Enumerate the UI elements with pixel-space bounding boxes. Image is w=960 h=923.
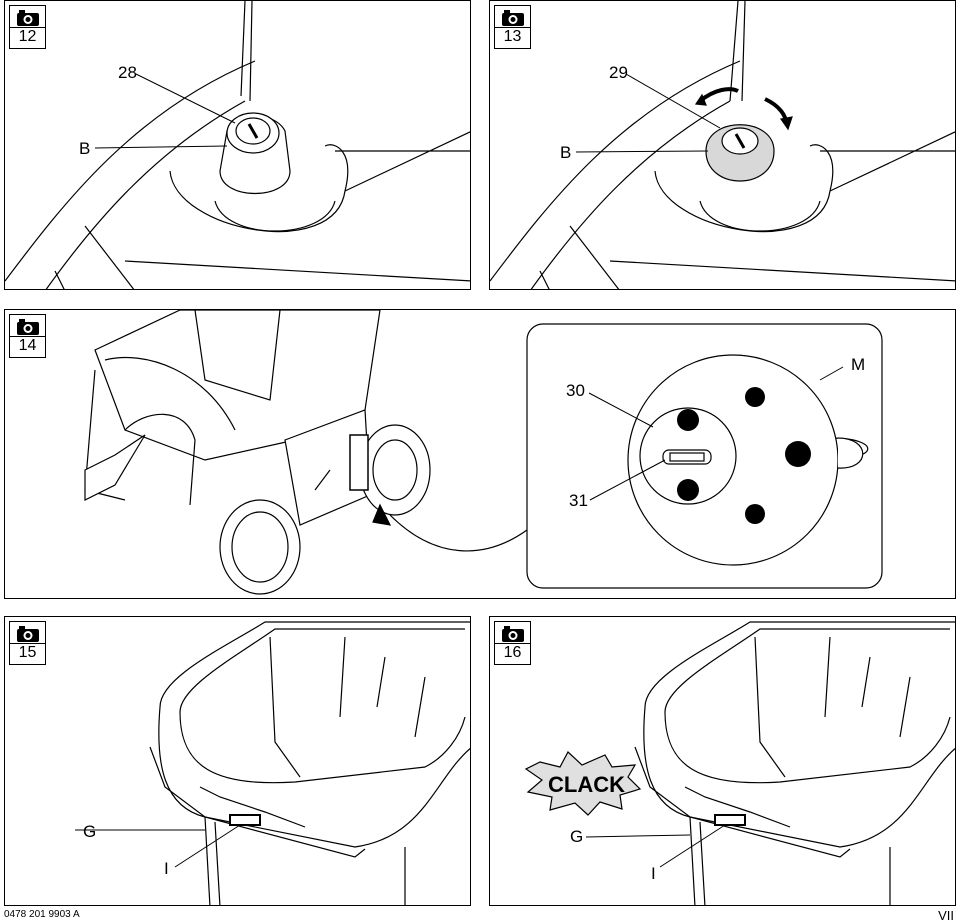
figure-number: 14: [18, 337, 37, 354]
callout-b: B: [560, 143, 572, 162]
figure-15: 15 G I: [4, 616, 471, 906]
cap-rotate-illustration: [490, 1, 955, 289]
callout-b: B: [79, 139, 91, 158]
camera-icon: [17, 626, 39, 642]
callout-g: G: [570, 827, 584, 846]
camera-icon: [502, 10, 524, 26]
callout-31: 31: [569, 491, 588, 510]
document-code: 0478 201 9903 A: [4, 909, 80, 920]
burst-shape: [524, 751, 642, 816]
callout-29: 29: [609, 63, 628, 82]
callout-g: G: [83, 822, 97, 841]
cap-illustration: [5, 1, 470, 289]
shredder-illustration: [84, 310, 883, 595]
sound-word-clack: CLACK: [548, 772, 625, 797]
camera-icon: [502, 626, 524, 642]
figure-badge: 15: [9, 621, 46, 665]
figure-badge: 12: [9, 5, 46, 49]
figure-badge: 13: [494, 5, 531, 49]
callout-i: I: [651, 864, 656, 883]
figure-16: 16 CLACK G I: [489, 616, 956, 906]
figure-number: 16: [503, 644, 522, 661]
figure-badge: 16: [494, 621, 531, 665]
figure-13: 13 29 B: [489, 0, 956, 290]
figure-number: 12: [18, 28, 37, 45]
camera-icon: [17, 10, 39, 26]
figure-14: 14 30 31 M: [4, 309, 956, 599]
callout-m: M: [851, 355, 866, 374]
callout-30: 30: [566, 381, 585, 400]
callout-i: I: [164, 859, 169, 878]
page-number: VII: [938, 908, 954, 923]
callout-28: 28: [118, 63, 137, 82]
figure-12: 12 28 B: [4, 0, 471, 290]
camera-icon: [17, 319, 39, 335]
figure-badge: 14: [9, 314, 46, 358]
bin-latch-clack-illustration: [524, 621, 955, 905]
figure-number: 15: [18, 644, 37, 661]
bin-latch-illustration: [75, 621, 470, 905]
figure-number: 13: [503, 28, 522, 45]
